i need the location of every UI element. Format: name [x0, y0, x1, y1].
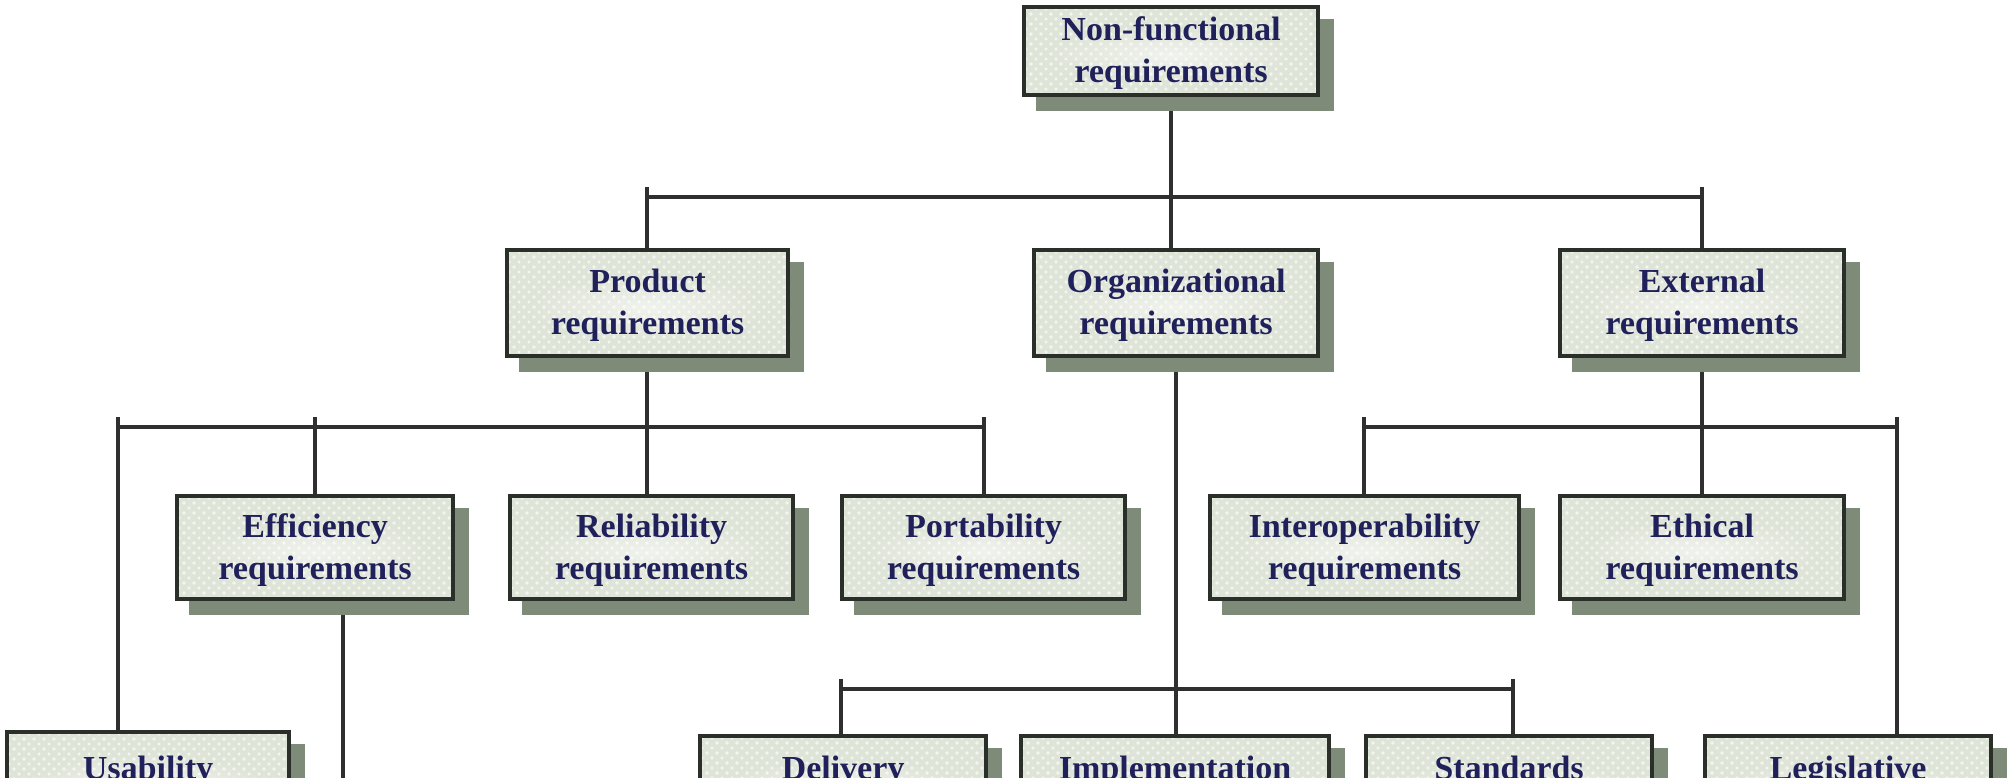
- node-portability-requirements-label: Portability requirements: [886, 507, 1081, 587]
- node-interoperability-requirements-label: Interoperability requirements: [1248, 507, 1481, 587]
- node-delivery-label: Delivery: [781, 750, 905, 778]
- connector-drop-usability: [116, 417, 120, 730]
- node-product-requirements: Product requirements: [505, 248, 790, 358]
- node-ethical-requirements-label: Ethical requirements: [1605, 507, 1799, 587]
- node-organizational-requirements: Organizational requirements: [1032, 248, 1320, 358]
- node-usability-label: Usability: [82, 750, 214, 778]
- connector-drop-legislative: [1895, 417, 1899, 734]
- connector-level1-bus: [645, 195, 1704, 199]
- connector-organizational-bus: [839, 687, 1515, 691]
- node-standards: Standards: [1364, 734, 1654, 778]
- node-product-requirements-label: Product requirements: [550, 263, 745, 342]
- node-ethical-requirements: Ethical requirements: [1558, 494, 1846, 601]
- node-portability-requirements: Portability requirements: [840, 494, 1127, 601]
- node-legislative-label: Legislative: [1769, 750, 1927, 778]
- node-non-functional-requirements: Non-functional requirements: [1022, 5, 1320, 97]
- connector-efficiency-children: [341, 601, 345, 778]
- connector-product-bus: [116, 425, 986, 429]
- node-organizational-requirements-label: Organizational requirements: [1066, 263, 1286, 342]
- connector-external-bus: [1362, 425, 1899, 429]
- node-interoperability-requirements: Interoperability requirements: [1208, 494, 1521, 601]
- node-external-requirements: External requirements: [1558, 248, 1846, 358]
- connector-drop-delivery: [839, 679, 843, 734]
- node-external-requirements-label: External requirements: [1605, 263, 1799, 342]
- node-standards-label: Standards: [1434, 750, 1584, 778]
- connector-drop-product: [645, 187, 649, 248]
- node-delivery: Delivery: [698, 734, 988, 778]
- connector-drop-standards: [1511, 679, 1515, 734]
- node-non-functional-requirements-label: Non-functional requirements: [1061, 11, 1281, 90]
- connector-drop-portability: [982, 417, 986, 494]
- connector-nonfunctional-to-organizational: [1169, 97, 1173, 248]
- node-efficiency-requirements-label: Efficiency requirements: [218, 507, 412, 587]
- node-legislative: Legislative: [1703, 734, 1993, 778]
- node-implementation: Implementation: [1019, 734, 1331, 778]
- node-reliability-requirements-label: Reliability requirements: [554, 507, 749, 587]
- connector-drop-efficiency: [313, 417, 317, 494]
- connector-drop-external: [1700, 187, 1704, 248]
- node-efficiency-requirements: Efficiency requirements: [175, 494, 455, 601]
- node-reliability-requirements: Reliability requirements: [508, 494, 795, 601]
- connector-organizational-to-implementation: [1174, 358, 1178, 734]
- node-implementation-label: Implementation: [1058, 750, 1292, 778]
- node-usability: Usability: [5, 730, 291, 778]
- connector-drop-interoperability: [1362, 417, 1366, 494]
